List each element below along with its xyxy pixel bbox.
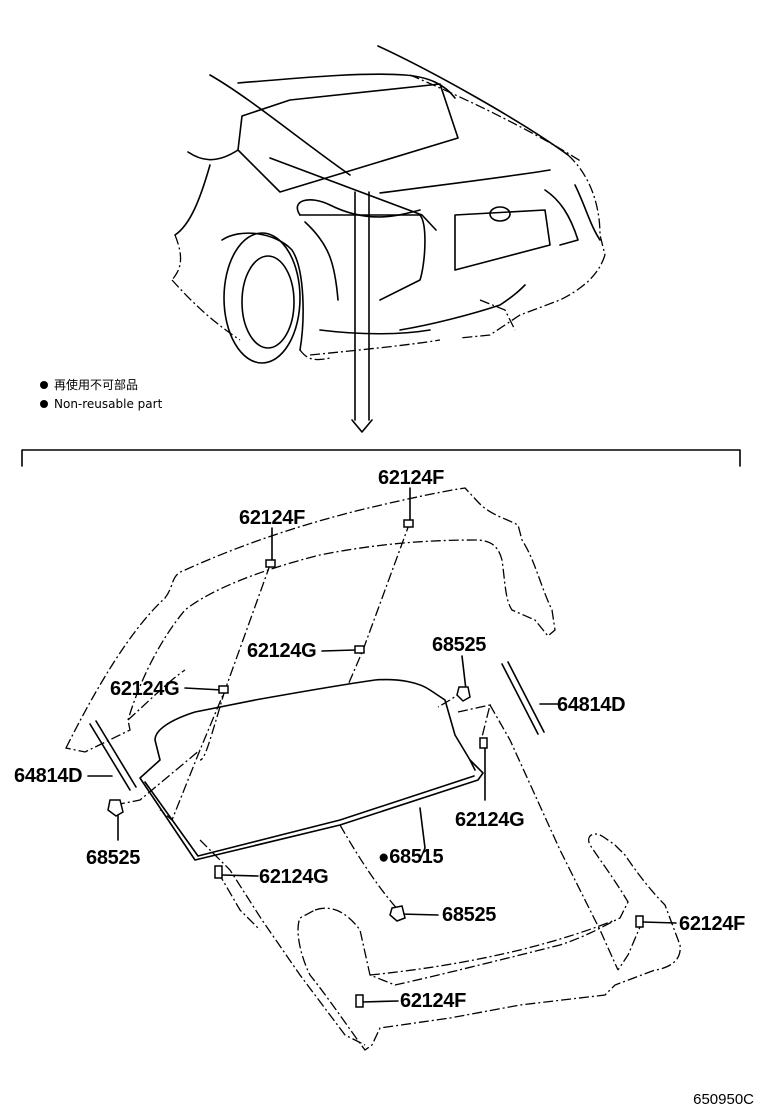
callout-64814d-right: 64814D [557, 694, 626, 716]
retainer-icon [107, 799, 124, 817]
callout-62124g-right-side: 62124G [455, 809, 525, 831]
callout-62124f-lower-left: 62124F [400, 990, 467, 1012]
callout-62124g-mid-left: 62124G [110, 678, 180, 700]
group-bracket [21, 449, 741, 467]
clip-icon [218, 685, 229, 694]
car-rear-illustration [171, 45, 606, 433]
clip-icon [355, 994, 364, 1008]
clip-icon [265, 559, 276, 568]
clip-icon [635, 915, 644, 928]
upper-trim-panel [65, 487, 556, 753]
callout-68525-lower-center: 68525 [442, 904, 497, 926]
weatherstrip-left-shape [89, 720, 137, 791]
retainer-icon [456, 686, 471, 702]
callout-62124f-upper-right: 62124F [378, 467, 445, 489]
callout-64814d-left: 64814D [14, 765, 83, 787]
callout-leaders [87, 487, 677, 1003]
weatherstrip-right-shape [501, 661, 545, 735]
legend-english: Non-reusable part [40, 397, 162, 412]
legend-bullet-icon [40, 400, 48, 408]
dashed-leader-lines [114, 521, 644, 1046]
retainer-icon [389, 905, 406, 922]
callout-68525-top-right: 68525 [432, 634, 487, 656]
callout-68525-bottom-left: 68525 [86, 847, 141, 869]
callout-62124f-lower-right: 62124F [679, 913, 746, 935]
non-reusable-marker: ● [378, 847, 390, 868]
fastener-glyphs [107, 519, 644, 1008]
clip-icon [214, 865, 223, 879]
clip-icon [479, 737, 488, 749]
callout-62124f-upper-left: 62124F [239, 507, 306, 529]
clip-icon [354, 645, 365, 654]
legend-text-jp: 再使用不可部品 [54, 378, 139, 392]
callout-68515-board: ●68515 [378, 846, 444, 869]
clip-icon [403, 519, 414, 528]
board-part-number: 68515 [389, 846, 444, 868]
callout-62124g-lower-center: 62124G [259, 866, 329, 888]
lower-trim-panel [297, 833, 681, 1051]
legend-text-en: Non-reusable part [54, 397, 163, 411]
legend-bullet-icon [40, 381, 48, 389]
diagram-code: 650950C [693, 1091, 754, 1108]
legend-japanese: 再使用不可部品 [40, 378, 138, 393]
callout-62124g-mid-center: 62124G [247, 640, 317, 662]
